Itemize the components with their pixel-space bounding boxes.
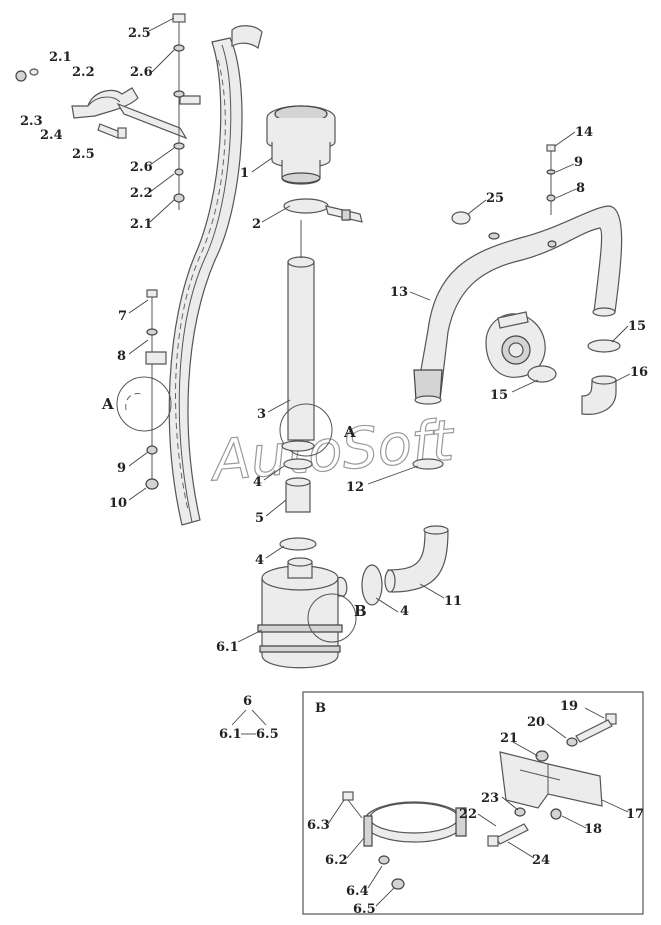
- callout-6-5-tree: 6.5: [256, 727, 279, 742]
- callout-8-left: 8: [117, 349, 126, 364]
- inset-callout-21: 21: [500, 731, 518, 746]
- callout-b: B: [354, 602, 367, 620]
- callout-2-1-mid: 2.1: [130, 217, 153, 232]
- callout-15-right: 15: [628, 319, 646, 334]
- seal-ring-25: [451, 211, 471, 225]
- part-6-tree: [231, 709, 267, 735]
- air-filter-housing: [257, 557, 357, 669]
- callout-16: 16: [630, 365, 648, 380]
- callout-11: 11: [444, 594, 462, 609]
- callout-6: 6: [243, 694, 252, 709]
- callout-2-1-top: 2.1: [49, 50, 72, 65]
- callout-2: 2: [252, 217, 261, 232]
- inset-b-title: B: [315, 701, 326, 716]
- clamp-15-right: [587, 339, 621, 353]
- callout-15-left: 15: [490, 388, 508, 403]
- leader-lines: [128, 17, 631, 643]
- callout-8-right: 8: [576, 181, 585, 196]
- callout-7: 7: [118, 309, 127, 324]
- callout-12: 12: [346, 480, 364, 495]
- callout-14: 14: [575, 125, 593, 140]
- callout-2-5-top: 2.5: [128, 26, 151, 41]
- callout-2-6-mid: 2.6: [130, 160, 153, 175]
- callout-labels: 2.5 2.1 2.2 2.6 2.3 2.4 2.5 2.6 2.2 2.1 …: [20, 26, 648, 917]
- detail-circle-a-left: [116, 376, 172, 432]
- callout-2-5-mid: 2.5: [72, 147, 95, 162]
- inset-callout-6-2: 6.2: [325, 853, 348, 868]
- inset-b: [302, 691, 644, 915]
- inset-callout-6-5: 6.5: [353, 902, 376, 917]
- inset-callout-19: 19: [560, 699, 578, 714]
- turbocharger: [485, 311, 546, 378]
- callout-9-left: 9: [117, 461, 126, 476]
- hose-clamp-12: [412, 458, 444, 470]
- watermark-text: AutoSoft: [207, 408, 458, 494]
- callout-6-1-tree: 6.1: [219, 727, 242, 742]
- callout-4-upper: 4: [253, 475, 262, 490]
- inset-callout-23: 23: [481, 791, 499, 806]
- elbow-16: [581, 379, 617, 415]
- bent-intake-pipe: [413, 205, 623, 405]
- inset-callout-22: 22: [459, 807, 477, 822]
- callout-6-1-main: 6.1: [216, 640, 239, 655]
- frame-rail: [168, 25, 263, 526]
- callout-2-3: 2.3: [20, 114, 43, 129]
- callout-4-outlet: 4: [400, 604, 409, 619]
- inset-callout-18: 18: [584, 822, 602, 837]
- callout-25: 25: [486, 191, 504, 206]
- inset-callout-20: 20: [527, 715, 545, 730]
- callout-4-lower: 4: [255, 553, 264, 568]
- vertical-pipe: [287, 220, 315, 441]
- callout-a-center: A: [343, 423, 356, 441]
- clamp-15-left: [527, 365, 557, 383]
- intake-clamp: [283, 198, 363, 223]
- bolt-14-assembly: [546, 144, 556, 215]
- air-intake-cap: [266, 105, 336, 185]
- callout-2-4: 2.4: [40, 128, 63, 143]
- callout-5: 5: [255, 511, 264, 526]
- outlet-clamp: [361, 564, 383, 606]
- inset-callout-24: 24: [532, 853, 550, 868]
- detail-circle-b: [307, 593, 357, 643]
- inset-callout-17: 17: [626, 807, 644, 822]
- callout-9-right: 9: [574, 155, 583, 170]
- hose-clamps-and-sleeve: [279, 440, 317, 551]
- callout-1: 1: [240, 166, 249, 181]
- callout-a-left: A: [101, 395, 114, 413]
- inset-callout-6-3: 6.3: [307, 818, 330, 833]
- callout-3: 3: [257, 407, 266, 422]
- callout-2-2-mid: 2.2: [130, 186, 153, 201]
- callout-13: 13: [390, 285, 408, 300]
- upper-mount-bracket: [15, 13, 201, 210]
- detail-circle-a: [279, 403, 333, 457]
- callout-10: 10: [109, 496, 127, 511]
- callout-2-6-top: 2.6: [130, 65, 153, 80]
- elbow-hose-11: [384, 525, 449, 593]
- inset-callout-6-4: 6.4: [346, 884, 369, 899]
- callout-2-2-top: 2.2: [72, 65, 95, 80]
- left-mount-bolt-stack: [116, 289, 172, 490]
